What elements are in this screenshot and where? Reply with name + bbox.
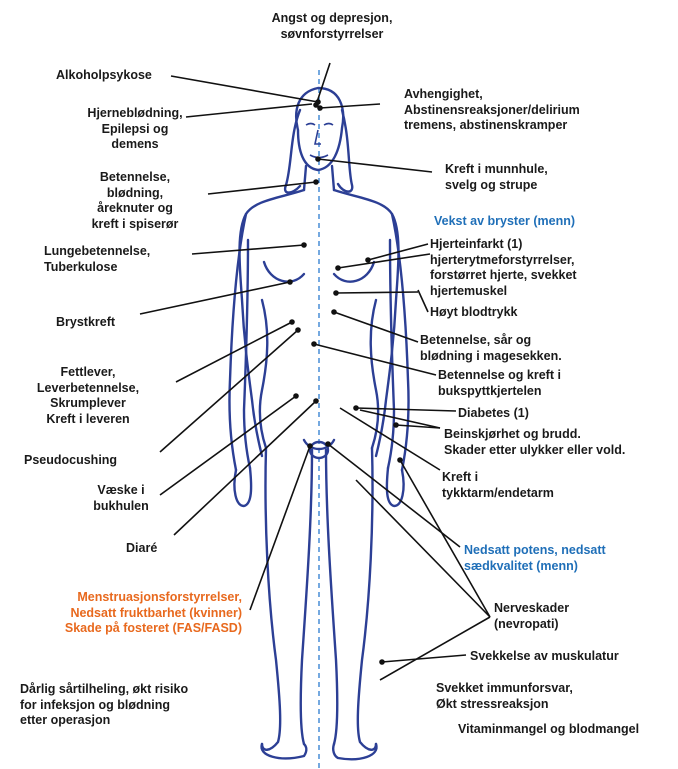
label-liver: Fettlever, Leverbetennelse, Skrumplever …: [18, 365, 158, 427]
label-potency: Nedsatt potens, nedsatt sædkvalitet (men…: [464, 543, 606, 574]
label-blood-pressure: Høyt blodtrykk: [430, 305, 518, 321]
label-lungs: Lungebetennelse, Tuberkulose: [44, 244, 150, 275]
label-heart: Hjerteinfarkt (1) hjerterytmeforstyrrels…: [430, 237, 577, 299]
label-esophagus: Betennelse, blødning, åreknuter og kreft…: [70, 170, 200, 232]
label-muscle: Svekkelse av muskulatur: [470, 649, 619, 665]
label-colon: Kreft i tykktarm/endetarm: [442, 470, 554, 501]
label-breast-growth: Vekst av bryster (menn): [434, 214, 575, 230]
label-diabetes: Diabetes (1): [458, 406, 529, 422]
left-inner-leg: [301, 450, 312, 744]
right-inner-leg: [326, 450, 337, 744]
chest-left: [264, 262, 304, 282]
waist-right: [371, 300, 378, 448]
label-breast-cancer: Brystkreft: [56, 315, 115, 331]
label-anxiety: Angst og depresjon, søvnforstyrrelser: [244, 11, 420, 42]
hair-outline-right: [338, 110, 352, 192]
left-hand: [234, 468, 251, 506]
label-brain: Hjerneblødning, Epilepsi og demens: [60, 106, 210, 153]
label-alcohol-psychosis: Alkoholpsykose: [56, 68, 152, 84]
label-pancreas: Betennelse og kreft i bukspyttkjertelen: [438, 368, 561, 399]
label-dependence: Avhengighet, Abstinensreaksjoner/deliriu…: [404, 87, 580, 134]
hair-outline: [285, 110, 300, 193]
label-mouth-cancer: Kreft i munnhule, svelg og strupe: [445, 162, 548, 193]
label-menstrual: Menstruasjonsforstyrrelser, Nedsatt fruk…: [20, 590, 242, 637]
left-leg: [262, 448, 280, 750]
label-stomach: Betennelse, sår og blødning i magesekken…: [420, 333, 562, 364]
left-foot: [262, 744, 307, 758]
label-vitamin: Vitaminmangel og blodmangel: [458, 722, 639, 738]
label-pseudocushing: Pseudocushing: [24, 453, 117, 469]
right-foot: [333, 744, 376, 759]
label-bones: Beinskjørhet og brudd. Skader etter ulyk…: [444, 427, 625, 458]
label-diarrhea: Diaré: [126, 541, 157, 557]
right-leg: [358, 448, 376, 750]
label-immune: Svekket immunforsvar, Økt stressreaksjon: [436, 681, 573, 712]
label-healing: Dårlig sårtilheling, økt risiko for infe…: [20, 682, 188, 729]
label-ascites: Væske i bukhulen: [76, 483, 166, 514]
waist-left: [260, 300, 267, 448]
label-nerve: Nerveskader (nevropati): [494, 601, 569, 632]
